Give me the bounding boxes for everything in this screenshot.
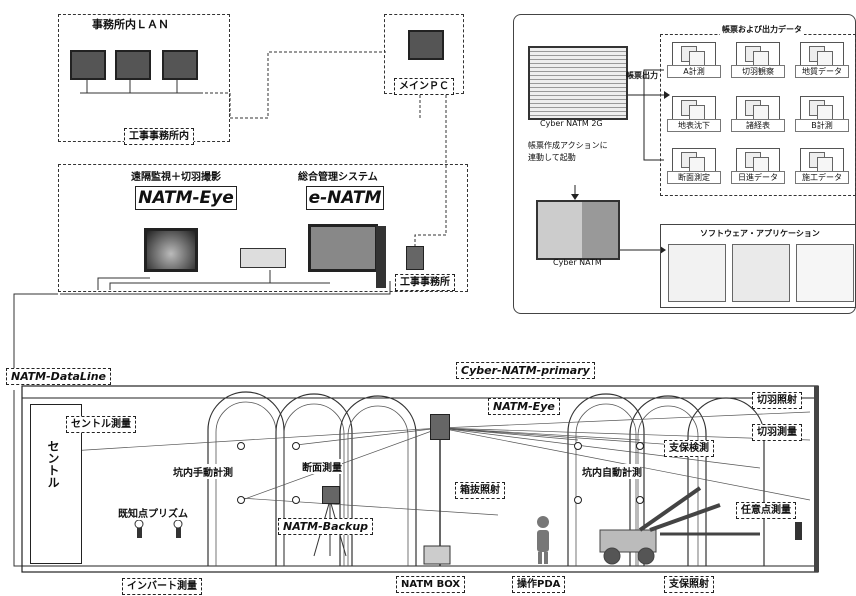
backup-station-icon xyxy=(322,486,340,504)
report-surface-settlement: 地表沈下 xyxy=(672,96,716,132)
support-irradiate-label: 支保照射 xyxy=(664,576,714,593)
report-label: 地質データ xyxy=(795,65,849,78)
monitor-camera-icon xyxy=(144,228,198,272)
recorder-device-icon xyxy=(240,248,286,268)
report-daily-progress: 日進データ xyxy=(736,148,780,184)
office-pc-1-icon xyxy=(70,50,106,80)
auto-measure-label: 坑内自動計測 xyxy=(582,464,642,479)
e-natm-title: e-NATM xyxy=(306,186,384,210)
software-screen-2 xyxy=(732,244,790,302)
centre-formwork-label: セントル xyxy=(46,440,62,488)
management-pc-icon xyxy=(308,224,378,272)
report-output-arrow-label: 帳票出力 xyxy=(626,70,658,81)
cyber-natm-2g-caption: Cyber NATM 2G xyxy=(540,119,603,128)
cyber-natm-primary-label: Cyber-NATM-primary xyxy=(456,362,595,379)
server-tower-icon xyxy=(376,226,386,288)
cyber-natm-2g-screen xyxy=(528,46,628,120)
remote-monitor-heading: 遠隔監視＋切羽撮影 xyxy=(131,168,221,183)
cyber-natm-caption: Cyber NATM xyxy=(553,258,602,267)
site-office-box xyxy=(58,164,468,292)
office-lan-title: 事務所内ＬＡＮ xyxy=(92,16,169,32)
support-detect-label: 支保検測 xyxy=(664,440,714,457)
main-pc-label: メインＰＣ xyxy=(394,78,454,95)
total-mgmt-heading: 総合管理システム xyxy=(298,168,378,183)
pda-icon xyxy=(406,246,424,270)
report-face-observation: 切羽観察 xyxy=(736,42,780,78)
report-label: B計測 xyxy=(795,119,849,132)
face-survey-label: 切羽測量 xyxy=(752,424,802,441)
office-pc-2-icon xyxy=(115,50,151,80)
report-label: 施工データ xyxy=(795,171,849,184)
report-geology-data: 地質データ xyxy=(800,42,844,78)
report-label: 諸経表 xyxy=(731,119,785,132)
launch-note-line1: 帳票作成アクションに xyxy=(528,140,608,151)
report-label: A計測 xyxy=(667,65,721,78)
centre-survey-label: セントル測量 xyxy=(66,416,136,433)
report-section-measure: 断面測定 xyxy=(672,148,716,184)
software-title: ソフトウェア・アプリケーション xyxy=(700,228,820,239)
natm-backup-label: NATM-Backup xyxy=(278,518,373,535)
report-b-measure: B計測 xyxy=(800,96,844,132)
site-office-room-label: 工事事務所 xyxy=(395,274,455,291)
invert-survey-label: インバート測量 xyxy=(122,578,202,595)
report-construction-data: 施工データ xyxy=(800,148,844,184)
report-a-measure: A計測 xyxy=(672,42,716,78)
natm-box-label: NATM BOX xyxy=(396,576,465,593)
office-room-label: 工事事務所内 xyxy=(124,128,194,145)
reports-title: 帳票および出力データ xyxy=(720,24,804,35)
report-label: 日進データ xyxy=(731,171,785,184)
software-screen-3 xyxy=(796,244,854,302)
pda-label: 操作PDA xyxy=(512,576,565,593)
launch-note-line2: 連動して起動 xyxy=(528,152,576,163)
manual-measure-label: 坑内手動計測 xyxy=(173,464,233,479)
section-survey-label: 断面測量 xyxy=(302,459,342,474)
natm-eye-office-title: NATM-Eye xyxy=(135,186,237,210)
report-label: 地表沈下 xyxy=(667,119,721,132)
report-expense-table: 諸経表 xyxy=(736,96,780,132)
natm-dataline-label: NATM-DataLine xyxy=(6,368,111,385)
office-pc-3-icon xyxy=(162,50,198,80)
known-prism-label: 既知点プリズム xyxy=(118,505,188,520)
software-screen-1 xyxy=(668,244,726,302)
natm-eye-tunnel-label: NATM-Eye xyxy=(488,398,560,415)
main-pc-icon xyxy=(408,30,444,60)
face-irradiate-label: 切羽照射 xyxy=(752,392,802,409)
extract-irradiate-label: 箱抜照射 xyxy=(455,482,505,499)
report-label: 断面測定 xyxy=(667,171,721,184)
total-station-icon xyxy=(430,414,450,440)
report-label: 切羽観察 xyxy=(731,65,785,78)
arbitrary-survey-label: 任意点測量 xyxy=(736,502,796,519)
cyber-natm-screen xyxy=(536,200,620,260)
